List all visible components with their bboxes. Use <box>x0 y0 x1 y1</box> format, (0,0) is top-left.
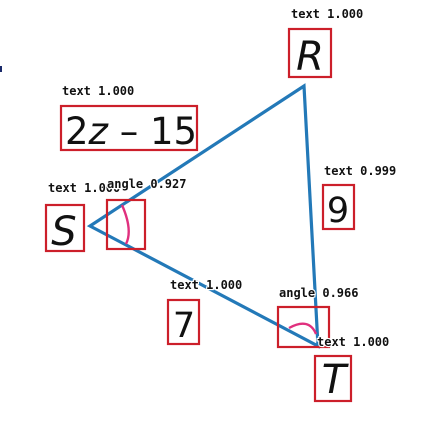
detection-label-rs: text 1.000 <box>62 84 134 98</box>
detection-box-rs <box>59 104 199 152</box>
detection-box-rt <box>321 183 356 231</box>
vertex-t-label: T <box>322 357 350 403</box>
vertex-s-label: S <box>51 209 76 255</box>
side-rt-label: 9 <box>327 191 349 231</box>
detection-label-r: text 1.000 <box>291 7 363 21</box>
detection-box-s <box>44 203 86 253</box>
detection-box-r <box>287 27 333 79</box>
detection-label-st: text 1.000 <box>170 278 242 292</box>
edge-mark <box>0 66 2 72</box>
detection-label-angle-t: angle 0.966 <box>279 286 358 300</box>
side-st-label: 7 <box>173 306 195 346</box>
detection-label-s: text 1.000 <box>48 181 120 195</box>
detection-box-st <box>166 298 201 346</box>
angle-s-arc <box>120 204 130 245</box>
detection-box-angle-s <box>105 198 147 251</box>
angle-t-arc <box>288 322 318 335</box>
detection-box-angle-t <box>276 305 331 349</box>
vertex-r-label: R <box>296 34 324 80</box>
detection-label-angle-s: angle 0.927 <box>107 177 186 191</box>
detection-box-t <box>313 354 353 403</box>
detection-label-rt: text 0.999 <box>324 164 396 178</box>
triangle-rst <box>86 83 320 349</box>
detection-label-t: text 1.000 <box>317 335 389 349</box>
side-rs-label: 2z – 15 <box>65 110 197 153</box>
